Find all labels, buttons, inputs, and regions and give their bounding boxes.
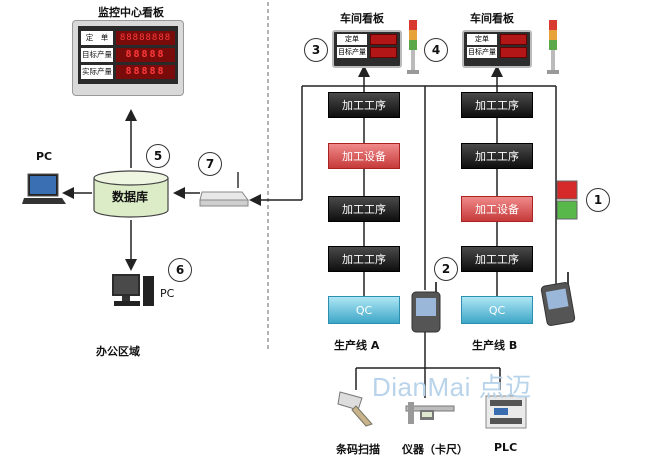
- board-row-label: 目标产量: [467, 47, 497, 58]
- workshop-board-a-title: 车间看板: [340, 12, 384, 25]
- line-b-label: 生产线 B: [472, 339, 518, 352]
- desktop-pc-icon: [112, 274, 154, 306]
- line-a-process-step: 加工工序: [328, 196, 400, 222]
- andon-lamp-icon: [556, 180, 578, 220]
- board-row-label: 定单: [337, 34, 367, 45]
- line-b-equipment-step: 加工设备: [461, 196, 533, 222]
- line-b-process-step: 加工工序: [461, 143, 533, 169]
- step-number-1: 1: [586, 188, 610, 212]
- handheld-terminal-icon: [411, 282, 441, 333]
- board-led: [370, 47, 397, 58]
- step-number-4: 4: [424, 38, 448, 62]
- monitor-row-digits: 88888: [116, 65, 175, 79]
- monitor-row-digits: 88888: [116, 48, 175, 62]
- line-b-process-step: 加工工序: [461, 246, 533, 272]
- monitor-row-label: 实际产量: [81, 65, 113, 79]
- board-row-label: 定单: [467, 34, 497, 45]
- line-b-qc-step: QC: [461, 296, 533, 324]
- monitor-row-digits: 88888888: [116, 31, 175, 45]
- office-area-label: 办公区域: [96, 345, 140, 358]
- router-icon: [199, 172, 249, 207]
- database-icon: [93, 170, 169, 218]
- caliper-icon: [405, 402, 455, 424]
- caliper-label: 仪器（卡尺）: [402, 443, 468, 456]
- line-a-label: 生产线 A: [334, 339, 380, 352]
- handheld-terminal-icon: [540, 272, 576, 326]
- laptop-icon: [22, 173, 66, 204]
- line-a-equipment-step: 加工设备: [328, 143, 400, 169]
- pc-top-label: PC: [36, 150, 53, 163]
- step-number-6: 6: [168, 258, 192, 282]
- workshop-board-a: 定单 目标产量: [332, 30, 402, 68]
- board-row-label: 目标产量: [337, 47, 367, 58]
- step-number-2: 2: [434, 257, 458, 281]
- monitor-center-title: 监控中心看板: [98, 6, 164, 19]
- board-led: [500, 47, 527, 58]
- board-led: [500, 34, 527, 45]
- watermark: DianMai 点迈: [372, 372, 532, 402]
- workshop-board-b: 定单 目标产量: [462, 30, 532, 68]
- pc-bottom-label: PC: [160, 287, 175, 300]
- step-number-5: 5: [146, 144, 170, 168]
- line-a-process-step: 加工工序: [328, 246, 400, 272]
- line-a-qc-step: QC: [328, 296, 400, 324]
- step-number-7: 7: [198, 152, 222, 176]
- monitor-row-label: 目标产量: [81, 48, 113, 62]
- database-label: 数据库: [112, 190, 149, 204]
- plc-label: PLC: [494, 441, 518, 454]
- workshop-board-b-title: 车间看板: [470, 12, 514, 25]
- plc-icon: [485, 395, 527, 429]
- line-a-process-step: 加工工序: [328, 92, 400, 118]
- signal-tower-icon: [547, 20, 559, 74]
- monitor-center-board: 定 单 88888888 目标产量 88888 实际产量 88888: [72, 20, 184, 96]
- barcode-scanner-label: 条码扫描: [336, 443, 380, 456]
- signal-tower-icon: [407, 20, 419, 74]
- board-led: [370, 34, 397, 45]
- step-number-3: 3: [304, 38, 328, 62]
- barcode-scanner-icon: [337, 391, 373, 427]
- line-b-process-step: 加工工序: [461, 92, 533, 118]
- monitor-row-label: 定 单: [81, 31, 113, 45]
